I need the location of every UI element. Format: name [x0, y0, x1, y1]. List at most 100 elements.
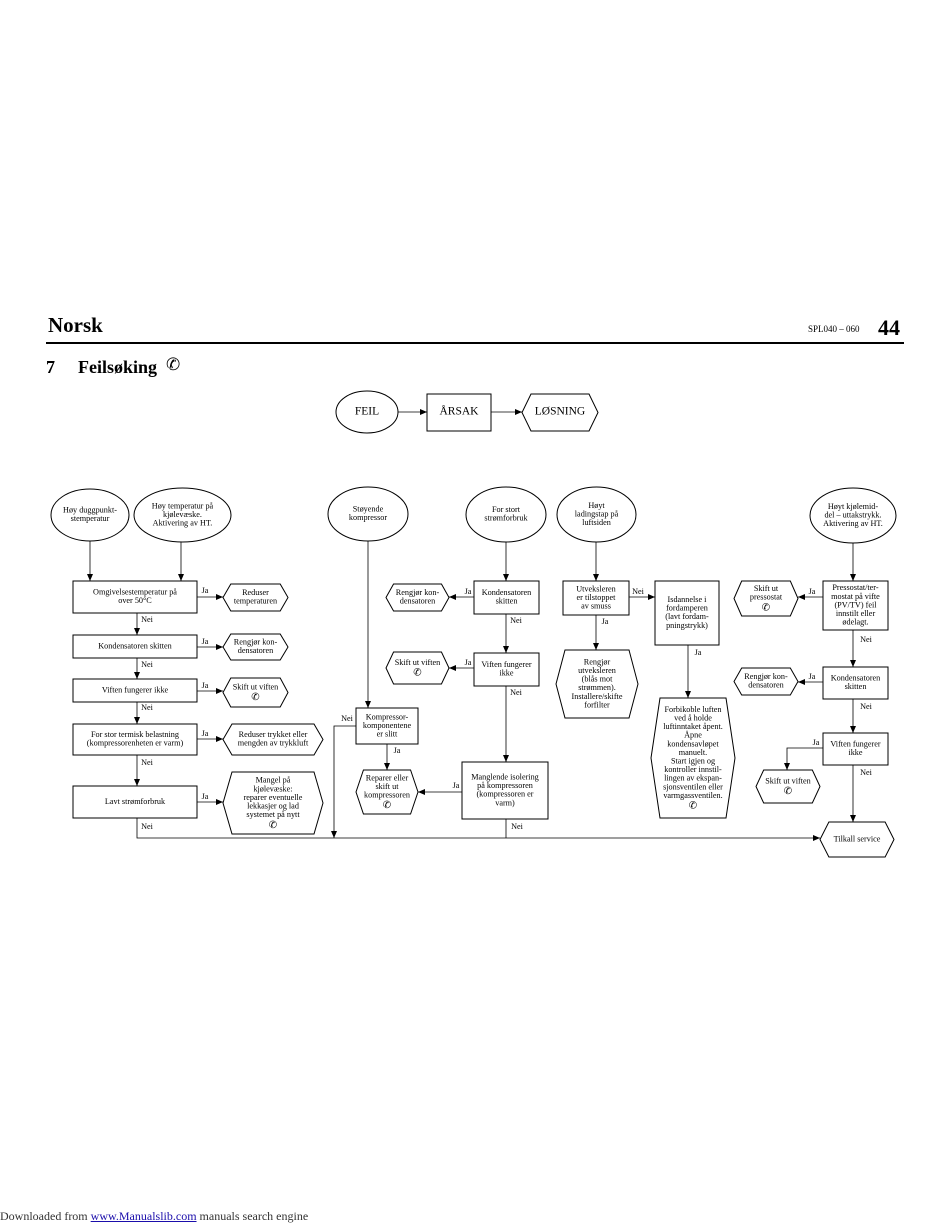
node-c3	[327, 486, 409, 542]
node-f1-line: innstilt eller	[836, 609, 876, 618]
legend-solution-label: LØSNING	[535, 406, 585, 418]
decision-label-no: Nei	[141, 615, 154, 624]
node-es2-line: manuelt.	[679, 748, 707, 757]
decision-label-yes: Ja	[809, 587, 816, 596]
node-c5	[556, 486, 637, 543]
connector-arrow	[331, 725, 356, 838]
decision-label-yes: Ja	[695, 648, 702, 657]
phone-icon: ✆	[166, 355, 181, 374]
decision-label-no: Nei	[141, 703, 154, 712]
node-fs1-line: Skift ut	[754, 584, 779, 593]
node-a5-line: Lavt strømforbruk	[105, 797, 166, 806]
decision-label-no: Nei	[341, 714, 354, 723]
node-c1-line: stemperatur	[71, 514, 110, 523]
node-fs2-line: densatoren	[748, 681, 783, 690]
node-e2	[654, 580, 720, 646]
node-e2-line: Isdannelse i	[668, 595, 708, 604]
decision-label-yes: Ja	[394, 746, 401, 755]
node-e1-line: Utveksleren	[576, 584, 616, 593]
node-c1	[50, 488, 130, 542]
node-es1	[555, 649, 639, 719]
decision-label-no: Nei	[510, 616, 523, 625]
node-s5-line: lekkasjer og lad	[247, 801, 299, 810]
node-f3	[822, 732, 889, 766]
node-e1-line: er tilstoppet	[577, 593, 617, 602]
node-es2	[650, 697, 736, 819]
decision-label-yes: Ja	[202, 637, 209, 646]
node-a1-line: over 50°C	[118, 596, 152, 605]
node-s3-line: Skift ut viften	[233, 682, 278, 691]
legend-cause	[426, 393, 492, 432]
legend-fault	[335, 390, 399, 434]
node-s2-line: densatoren	[238, 646, 273, 655]
node-c2-line: kjølevæske.	[163, 510, 202, 519]
node-es1-line: Installere/skifte	[572, 692, 623, 701]
node-s4-line: Reduser trykket eller	[239, 730, 308, 739]
node-es1-line: forfilter	[584, 700, 610, 709]
node-c2-line: Aktivering av HT.	[153, 518, 213, 527]
node-a4-line: For stor termisk belastning	[91, 730, 179, 739]
decision-label-yes: Ja	[202, 586, 209, 595]
node-s5	[222, 771, 324, 835]
node-d2	[473, 652, 540, 687]
node-es1-line: utveksleren	[578, 666, 616, 675]
node-es2-line: kondensavløpet	[667, 739, 719, 748]
node-call-service	[819, 821, 895, 858]
node-fs2-line: Rengjør kon-	[744, 672, 788, 681]
node-a1-line: Omgivelsestemperatur på	[93, 588, 177, 597]
phone-icon: ✆	[784, 786, 792, 797]
node-bs1-line: skift ut	[376, 782, 400, 791]
node-s1-line: Reduser	[242, 588, 269, 597]
node-f2	[822, 666, 889, 700]
node-e2-line: (lavt fordam-	[665, 612, 709, 621]
footer-prefix: Downloaded from	[0, 1209, 88, 1223]
node-e2-line: fordamperen	[666, 604, 708, 613]
node-c4	[465, 486, 547, 543]
node-b1	[355, 707, 419, 745]
node-d3-line: (kompressoren er	[476, 790, 533, 799]
node-ds1	[385, 583, 450, 612]
section-number: 7	[46, 357, 55, 377]
node-c6	[809, 487, 897, 544]
header-rule	[46, 342, 904, 344]
node-s2-line: Rengjør kon-	[234, 638, 278, 647]
phone-icon: ✆	[269, 820, 277, 831]
node-s2	[222, 633, 289, 661]
node-e1-line: av smuss	[581, 601, 611, 610]
footer-suffix: manuals search engine	[199, 1209, 309, 1223]
decision-label-yes: Ja	[602, 617, 609, 626]
node-c6-line: Høyt kjølemid-	[828, 502, 879, 511]
node-fs3	[755, 769, 821, 804]
node-es2-line: lingen av ekspan-	[664, 774, 722, 783]
node-a1	[72, 580, 198, 614]
node-c6-line: del – uttakstrykk.	[824, 510, 881, 519]
node-s1	[222, 583, 289, 612]
decision-label-yes: Ja	[202, 729, 209, 738]
node-es2-line: Forbikoble luften	[664, 705, 721, 714]
decision-label-yes: Ja	[465, 658, 472, 667]
legend-solution	[521, 393, 599, 432]
node-f1-line: (PV/TV) feil	[834, 600, 877, 609]
node-c4-line: strømforbruk	[484, 514, 528, 523]
node-bs1-line: kompressoren	[364, 790, 410, 799]
header-model: SPL040 – 060	[808, 324, 860, 334]
connector-arrow	[136, 818, 820, 841]
node-es2-line: Start igjen og	[671, 756, 715, 765]
footer: Downloaded from www.Manualslib.com manua…	[0, 1209, 308, 1224]
node-b1-line: Kompressor-	[366, 712, 409, 721]
decision-label-yes: Ja	[813, 738, 820, 747]
phone-icon: ✆	[251, 692, 259, 703]
node-a2-line: Kondensatoren skitten	[98, 641, 171, 650]
node-c3-line: Støyende	[353, 505, 384, 514]
decision-label-yes: Ja	[809, 672, 816, 681]
node-e1	[562, 580, 630, 616]
node-s5-line: kjølevæske:	[253, 784, 292, 793]
node-a3-line: Viften fungerer ikke	[102, 685, 169, 694]
footer-link[interactable]: www.Manualslib.com	[90, 1209, 197, 1223]
phone-icon: ✆	[413, 668, 421, 679]
node-d3-line: varm)	[495, 798, 515, 807]
node-c2	[133, 487, 232, 543]
header-language: Norsk	[48, 313, 103, 337]
phone-icon: ✆	[762, 602, 770, 613]
node-f2-line: Kondensatoren	[831, 674, 881, 683]
